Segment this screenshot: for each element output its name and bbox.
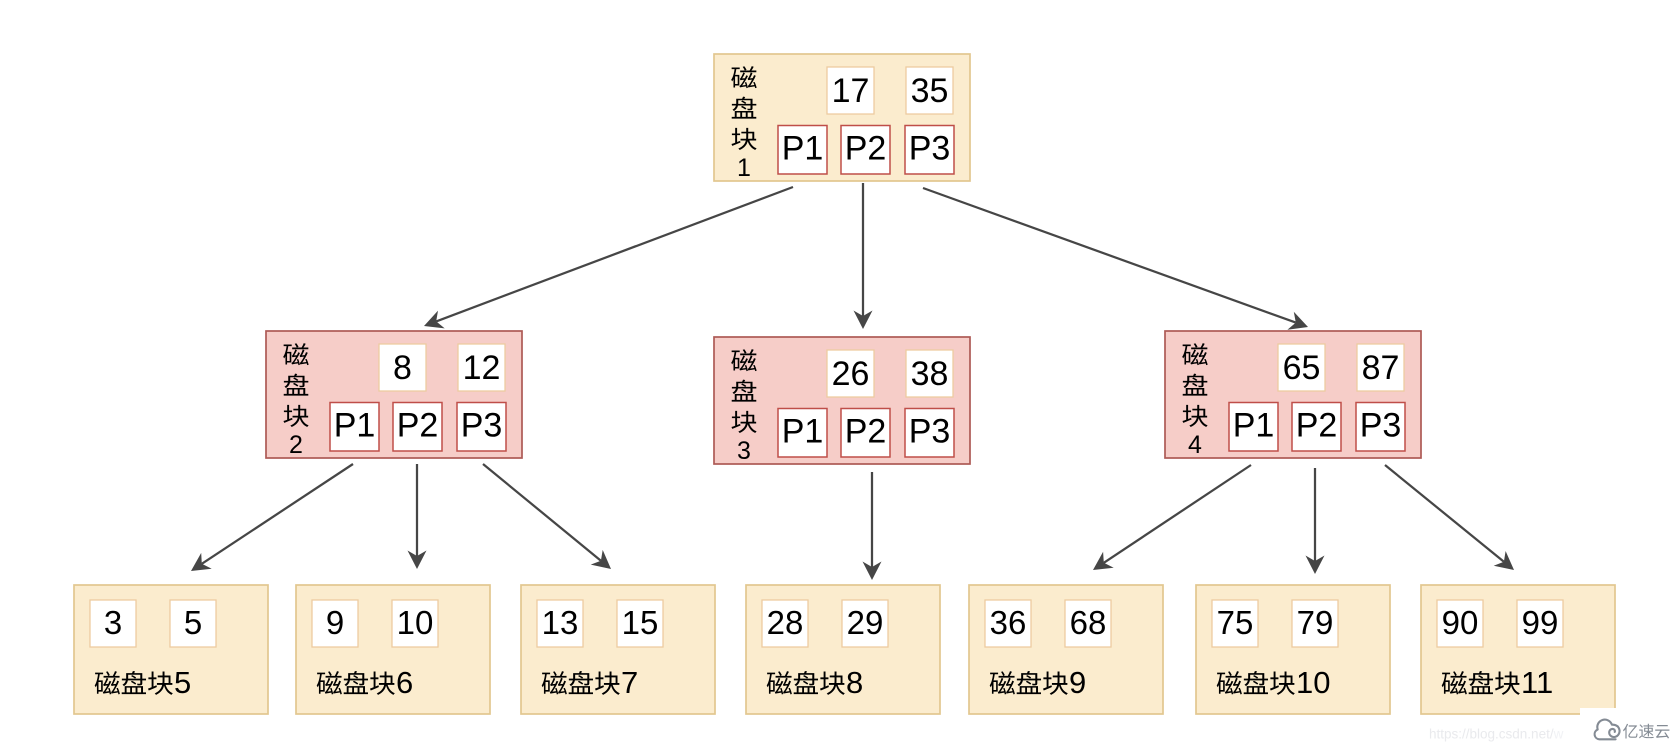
svg-text:4: 4 bbox=[1188, 431, 1202, 459]
svg-text:68: 68 bbox=[1070, 604, 1107, 641]
svg-text:P2: P2 bbox=[845, 130, 887, 168]
svg-text:28: 28 bbox=[767, 604, 804, 641]
svg-text:75: 75 bbox=[1217, 604, 1254, 641]
svg-text:3: 3 bbox=[104, 604, 122, 641]
svg-text:5: 5 bbox=[184, 604, 202, 641]
svg-text:3: 3 bbox=[737, 437, 751, 465]
svg-text:90: 90 bbox=[1442, 604, 1479, 641]
svg-text:P2: P2 bbox=[397, 407, 439, 445]
svg-text:12: 12 bbox=[463, 349, 501, 387]
svg-text:P3: P3 bbox=[909, 130, 951, 168]
svg-text:17: 17 bbox=[832, 72, 870, 110]
svg-text:87: 87 bbox=[1362, 349, 1400, 387]
svg-text:8: 8 bbox=[393, 349, 412, 387]
svg-text:35: 35 bbox=[911, 72, 949, 110]
svg-text:15: 15 bbox=[622, 604, 659, 641]
svg-text:P2: P2 bbox=[845, 413, 887, 451]
svg-text:P3: P3 bbox=[1360, 407, 1402, 445]
svg-text:1: 1 bbox=[737, 154, 751, 182]
svg-text:2: 2 bbox=[289, 431, 303, 459]
svg-text:65: 65 bbox=[1283, 349, 1321, 387]
svg-text:P1: P1 bbox=[782, 130, 824, 168]
svg-text:7: 7 bbox=[621, 665, 638, 700]
svg-text:P1: P1 bbox=[1233, 407, 1275, 445]
svg-text:99: 99 bbox=[1522, 604, 1559, 641]
svg-text:P1: P1 bbox=[782, 413, 824, 451]
svg-text:9: 9 bbox=[326, 604, 344, 641]
svg-text:5: 5 bbox=[174, 665, 191, 700]
svg-text:6: 6 bbox=[396, 665, 413, 700]
svg-text:79: 79 bbox=[1297, 604, 1334, 641]
svg-text:13: 13 bbox=[542, 604, 579, 641]
svg-text:36: 36 bbox=[990, 604, 1027, 641]
svg-text:https://blog.csdn.net/w: https://blog.csdn.net/w bbox=[1429, 727, 1564, 742]
svg-text:8: 8 bbox=[846, 665, 863, 700]
svg-text:9: 9 bbox=[1069, 665, 1086, 700]
svg-text:P3: P3 bbox=[909, 413, 951, 451]
svg-text:38: 38 bbox=[911, 355, 949, 393]
svg-text:10: 10 bbox=[1296, 665, 1330, 700]
svg-text:26: 26 bbox=[832, 355, 870, 393]
svg-text:10: 10 bbox=[397, 604, 434, 641]
svg-text:29: 29 bbox=[847, 604, 884, 641]
svg-text:11: 11 bbox=[1521, 665, 1553, 700]
svg-text:P3: P3 bbox=[461, 407, 503, 445]
svg-text:P1: P1 bbox=[334, 407, 376, 445]
svg-text:P2: P2 bbox=[1296, 407, 1338, 445]
